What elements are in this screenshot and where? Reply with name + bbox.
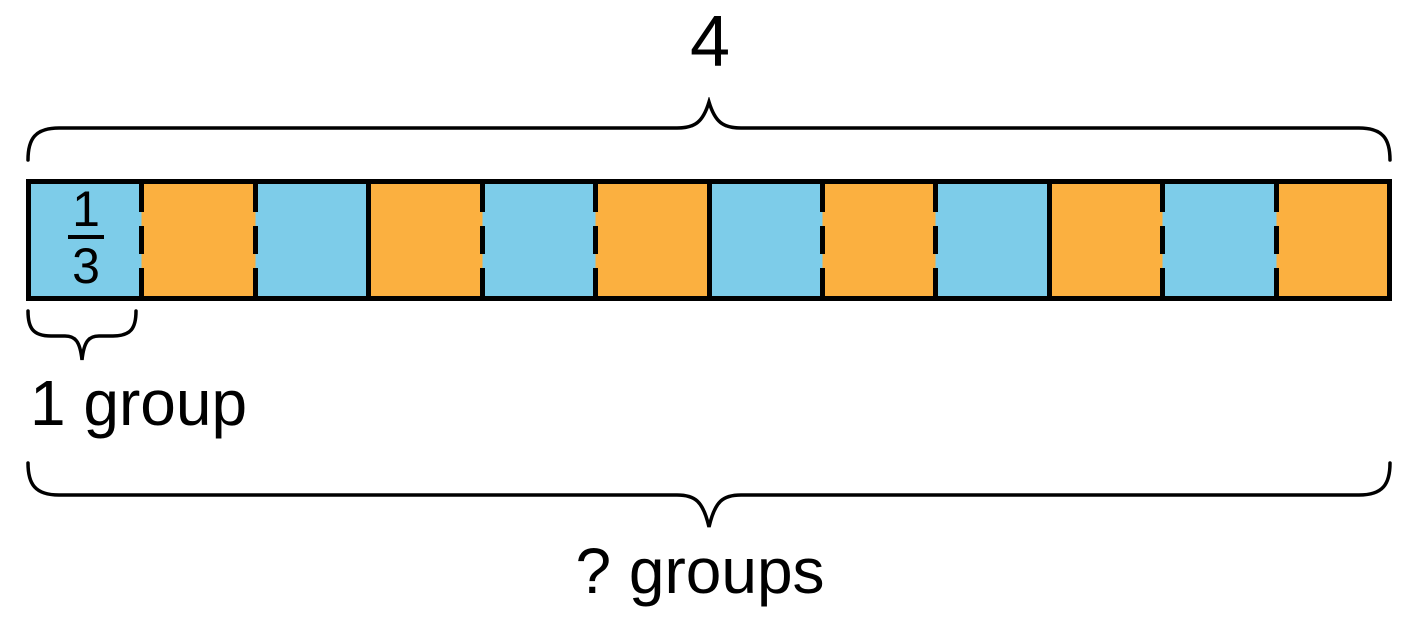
tape-cell-11 <box>1165 184 1274 296</box>
tape-cell-7 <box>711 184 820 296</box>
cell-divider-dashed <box>819 184 825 296</box>
tape-cell-10 <box>1051 184 1161 296</box>
tape-cell-8 <box>824 184 934 296</box>
total-label: 4 <box>689 2 731 82</box>
fraction-numerator: 1 <box>72 181 100 237</box>
one-group-brace-icon <box>26 309 138 361</box>
fraction-denominator: 3 <box>72 238 100 294</box>
fraction-bar <box>68 235 104 239</box>
question-groups-brace-icon <box>26 461 1392 528</box>
tape <box>26 179 1392 301</box>
one-group-label: 1 group <box>30 367 248 439</box>
tape-cell-2 <box>144 184 253 296</box>
tape-cell-6 <box>598 184 707 296</box>
tape-cell-9 <box>938 184 1047 296</box>
tape-cell-3 <box>257 184 367 296</box>
fraction-one-third: 1 3 <box>31 181 141 294</box>
cell-divider-dashed <box>593 184 599 296</box>
question-groups-label: ? groups <box>575 535 825 607</box>
tape-cell-4 <box>371 184 480 296</box>
cell-divider-dashed <box>479 184 485 296</box>
cell-divider-dashed <box>139 184 145 296</box>
cell-divider-dashed <box>1160 184 1166 296</box>
cell-divider-dashed <box>933 184 939 296</box>
tape-cell-5 <box>484 184 594 296</box>
cell-divider-solid <box>366 184 372 296</box>
tape-cell-1 <box>31 184 140 296</box>
cell-divider-dashed <box>252 184 258 296</box>
top-brace-icon <box>26 97 1392 162</box>
cell-divider-solid <box>706 184 712 296</box>
tape-cell-12 <box>1278 184 1388 296</box>
cell-divider-solid <box>1046 184 1052 296</box>
cell-divider-dashed <box>1273 184 1279 296</box>
